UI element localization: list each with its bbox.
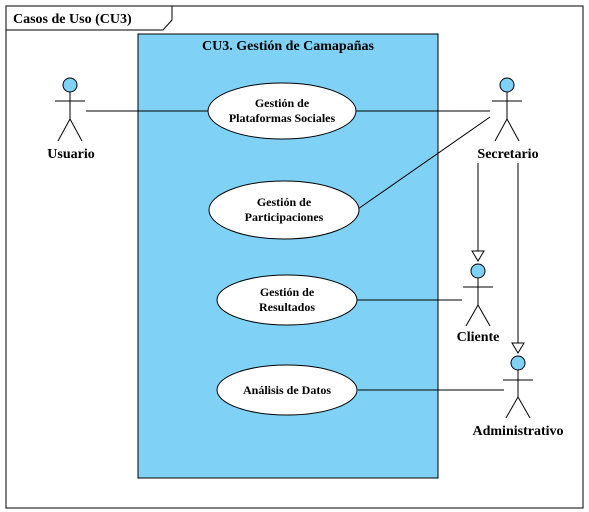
use-case-label-line1: Gestión de [255,96,310,110]
use-case-label-line2: Participaciones [245,210,324,224]
actor-label-administrativo: Administrativo [473,424,564,439]
actor-leg-right [69,118,83,142]
use-case-ellipse [216,364,358,416]
use-case-label-line2: Resultados [259,300,315,314]
use-case-plataformas: Gestión de Plataformas Sociales [207,82,357,140]
actor-leg-right [517,396,531,419]
actor-head [470,263,486,279]
actor-label-cliente: Cliente [457,330,500,345]
actor-secretario [492,77,522,142]
actor-head [499,77,515,93]
use-case-ellipse [208,180,360,240]
use-case-label-line1: Gestión de [260,285,315,299]
use-case-label-line1: Análisis de Datos [243,383,331,397]
actor-administrativo [503,355,533,419]
actor-leg-left [494,118,508,142]
actor-cliente [463,263,493,327]
use-case-participaciones: Gestión de Participaciones [208,180,360,240]
actor-leg-right [477,304,491,327]
actor-label-secretario: Secretario [477,147,538,162]
actor-leg-left [505,396,519,419]
actor-head [62,77,78,93]
system-title: CU3. Gestión de Camapañas [202,39,374,54]
generalization-arrow-administrativo [511,342,525,354]
use-case-ellipse [207,82,357,140]
generalization-arrow-cliente [471,250,485,262]
actor-leg-left [57,118,71,142]
use-case-label-line1: Gestión de [257,195,312,209]
frame-tab [6,6,173,31]
use-case-resultados: Gestión de Resultados [216,274,358,326]
use-case-analisis: Análisis de Datos [216,364,358,416]
actor-leg-left [465,304,479,327]
assoc-secretario-participaciones [357,116,491,210]
frame-title: Casos de Uso (CU3) [13,12,132,27]
actor-leg-right [506,118,520,142]
use-case-ellipse [216,274,358,326]
actor-usuario [55,77,85,142]
actor-label-usuario: Usuario [47,147,94,162]
actor-head [510,355,526,371]
associations [86,110,525,391]
use-case-label-line2: Plataformas Sociales [229,111,336,125]
